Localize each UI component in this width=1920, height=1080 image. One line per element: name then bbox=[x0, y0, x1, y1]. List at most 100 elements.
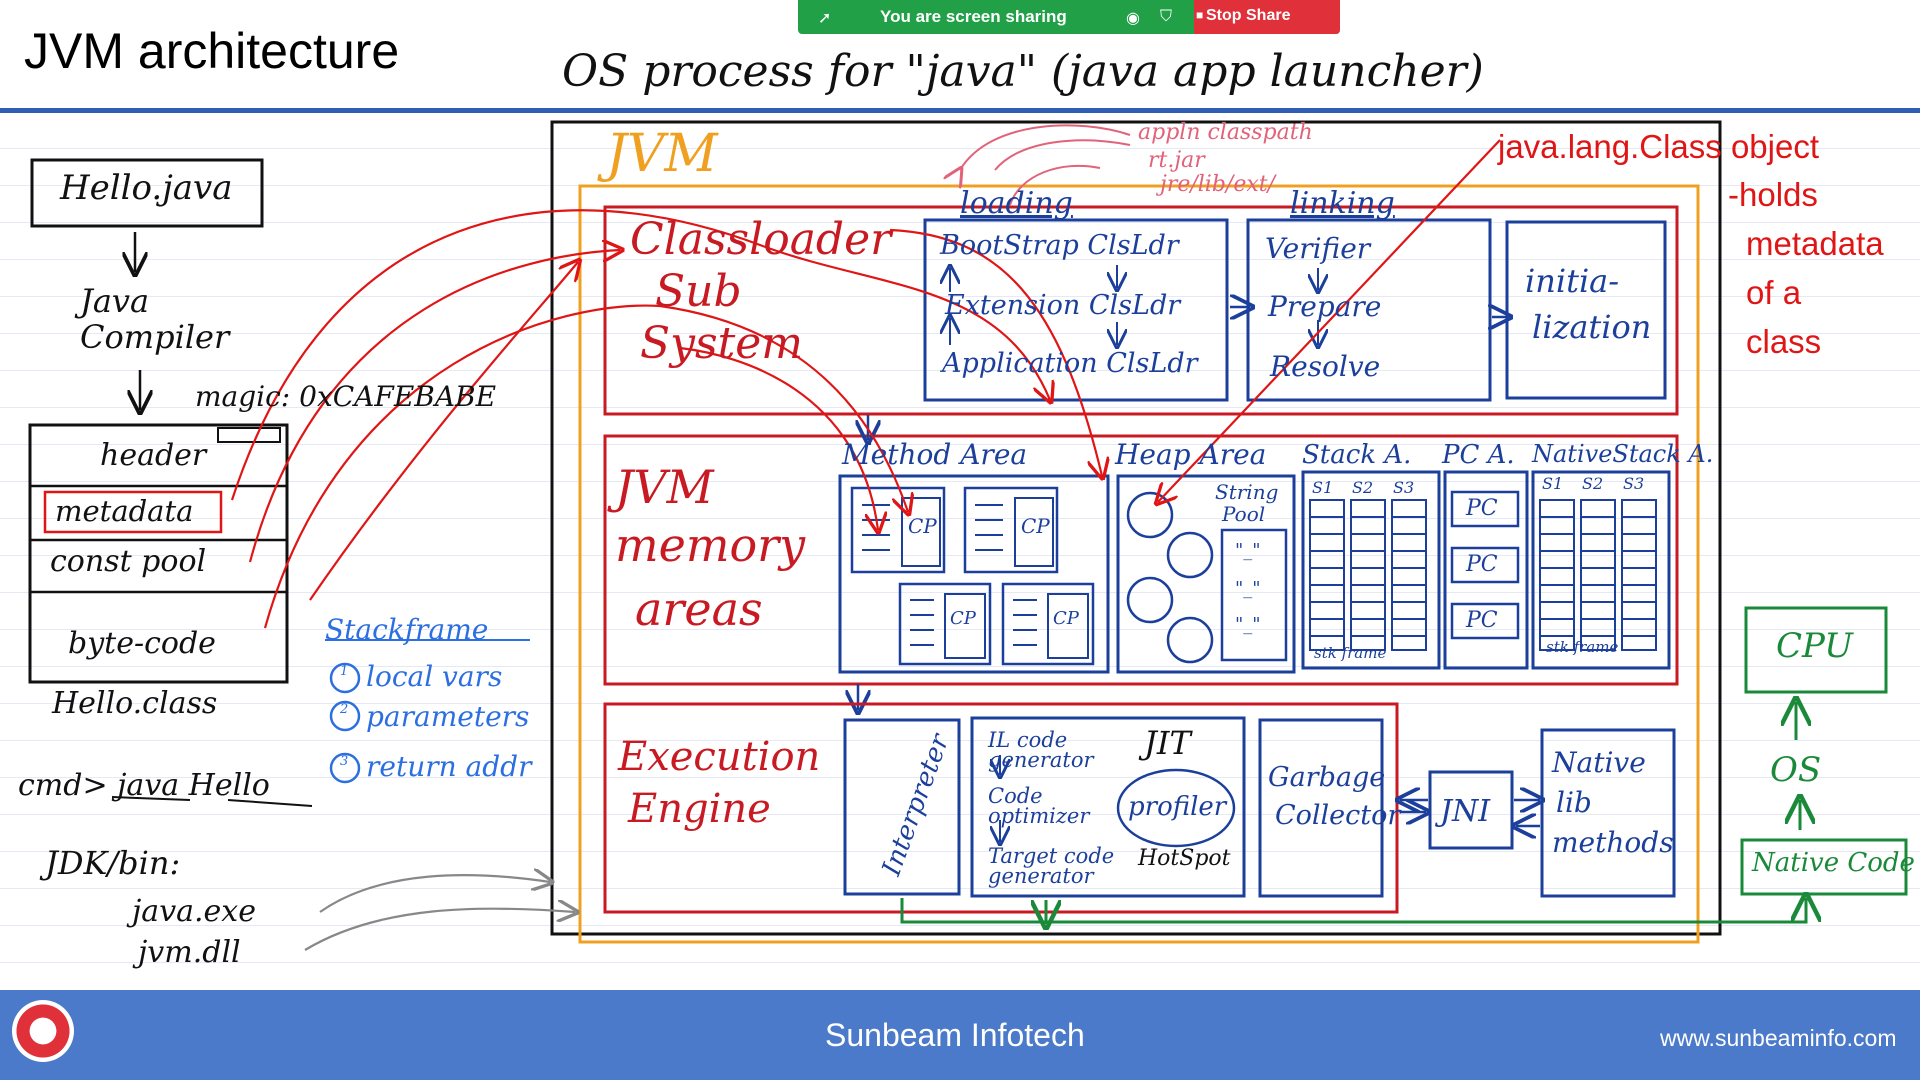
extension-loader: Extension ClsLdr bbox=[945, 290, 1181, 321]
classloader-title-3: System bbox=[640, 318, 804, 369]
string-literal-3: "_" bbox=[1235, 614, 1261, 635]
verifier-step: Verifier bbox=[1265, 232, 1371, 265]
annotation-line-2: -holds bbox=[1728, 176, 1818, 213]
interpreter-box bbox=[843, 718, 961, 896]
pc-register-1: PC bbox=[1466, 496, 1498, 521]
class-file-label: Hello.class bbox=[52, 686, 218, 721]
hotspot-label: HotSpot bbox=[1138, 846, 1231, 871]
stackframe-number-2: 2 bbox=[340, 702, 349, 717]
initialization-label-2: lization bbox=[1532, 308, 1652, 346]
jit-label: JIT bbox=[1144, 724, 1191, 762]
loading-label: loading bbox=[960, 186, 1073, 221]
stack-column bbox=[1309, 499, 1345, 651]
execution-title-2: Engine bbox=[628, 786, 771, 832]
pc-register-2: PC bbox=[1466, 552, 1498, 577]
native-thread-s1: S1 bbox=[1542, 474, 1564, 493]
application-loader: Application ClsLdr bbox=[942, 348, 1198, 379]
cpu-box bbox=[1744, 606, 1888, 694]
classloader-title-1: Classloader bbox=[630, 214, 892, 265]
gc-box bbox=[1258, 718, 1384, 898]
stack-column bbox=[1580, 499, 1616, 651]
os-process-heading: OS process for "java" (java app launcher… bbox=[562, 46, 1484, 97]
stackframe-item-3: return addr bbox=[366, 750, 532, 783]
jni-label: JNI bbox=[1440, 794, 1491, 829]
cpu-label: CPU bbox=[1776, 626, 1853, 666]
class-constpool-label: const pool bbox=[50, 544, 207, 579]
method-area-box bbox=[838, 474, 1110, 674]
prepare-step: Prepare bbox=[1268, 290, 1382, 323]
stackframe-number-1: 1 bbox=[340, 664, 349, 679]
classpath-ext: jre/lib/ext/ bbox=[1160, 172, 1276, 197]
memory-title-2: memory bbox=[615, 518, 806, 572]
pause-icon[interactable]: ◉ bbox=[1126, 10, 1140, 27]
stack-frame-label: stk frame bbox=[1314, 644, 1387, 662]
memory-title-3: areas bbox=[635, 582, 763, 636]
compiler-label-2: Compiler bbox=[80, 318, 230, 356]
profiler-label: profiler bbox=[1128, 792, 1227, 822]
native-thread-s3: S3 bbox=[1623, 474, 1645, 493]
screen-share-status: You are screen sharing bbox=[880, 7, 1067, 26]
jit-box bbox=[970, 716, 1246, 898]
native-stack-label: NativeStack A. bbox=[1532, 440, 1714, 468]
source-file-label: Hello.java bbox=[60, 168, 233, 208]
magic-label: magic: 0xCAFEBABE bbox=[195, 380, 497, 413]
bootstrap-loader: BootStrap ClsLdr bbox=[940, 230, 1179, 261]
resolve-step: Resolve bbox=[1270, 350, 1381, 383]
linking-label: linking bbox=[1290, 186, 1395, 221]
string-literal-2: "_" bbox=[1235, 578, 1261, 599]
stack-column bbox=[1621, 499, 1657, 651]
cp-label-2: CP bbox=[1021, 514, 1050, 538]
native-lib-label-3: methods bbox=[1552, 826, 1674, 859]
jvm-box bbox=[578, 184, 1700, 944]
annotation-line-3: metadata bbox=[1746, 225, 1884, 262]
footer-url[interactable]: www.sunbeaminfo.com bbox=[1660, 1025, 1897, 1051]
string-pool-label-1: String bbox=[1215, 480, 1279, 504]
string-literal-1: "_" bbox=[1235, 540, 1261, 561]
pc-area-label: PC A. bbox=[1442, 440, 1515, 470]
pc-area-box bbox=[1443, 470, 1529, 670]
il-code-generator: IL code generator bbox=[988, 728, 1094, 772]
pc-register-3: PC bbox=[1466, 608, 1498, 633]
sunbeam-logo bbox=[12, 1000, 74, 1062]
method-area-label: Method Area bbox=[842, 438, 1028, 471]
footer-bar bbox=[0, 990, 1920, 1080]
pin-icon: ➚ bbox=[818, 10, 832, 27]
cp-label-3: CP bbox=[950, 608, 976, 629]
class-metadata-label: metadata bbox=[55, 494, 194, 528]
jvm-label: JVM bbox=[606, 124, 718, 184]
classpath-appln: appln classpath bbox=[1138, 120, 1313, 145]
metadata-highlight-box bbox=[43, 490, 223, 534]
stackframe-number-3: 3 bbox=[340, 754, 349, 769]
heap-area-label: Heap Area bbox=[1115, 438, 1267, 471]
string-pool-label-2: Pool bbox=[1222, 502, 1266, 526]
gc-label-1: Garbage bbox=[1268, 762, 1386, 793]
stop-share-label[interactable]: Stop Share bbox=[1206, 7, 1291, 24]
annotation-line-4: of a bbox=[1746, 274, 1802, 311]
memory-title-1: JVM bbox=[615, 460, 714, 514]
code-optimizer: Code optimizer bbox=[988, 784, 1090, 828]
classloader-box bbox=[603, 205, 1679, 416]
jdk-bin-label: JDK/bin: bbox=[45, 844, 181, 882]
stack-area-box bbox=[1301, 470, 1441, 670]
stop-icon: ■ bbox=[1196, 8, 1204, 22]
cp-label-4: CP bbox=[1053, 608, 1079, 629]
native-code-label: Native Code bbox=[1752, 848, 1915, 878]
profiler-ellipse bbox=[1116, 768, 1236, 848]
stack-column bbox=[1350, 499, 1386, 651]
native-stack-box bbox=[1531, 470, 1671, 670]
class-header-label: header bbox=[100, 438, 207, 473]
native-lib-label-2: lib bbox=[1556, 786, 1592, 819]
stack-thread-s3: S3 bbox=[1393, 478, 1415, 497]
native-code-box bbox=[1740, 838, 1908, 896]
java-exe-label: java.exe bbox=[132, 894, 256, 929]
target-code-generator: Target code generator bbox=[988, 844, 1115, 888]
stop-share-button[interactable] bbox=[1194, 0, 1340, 34]
stack-column bbox=[1539, 499, 1575, 651]
class-file-box bbox=[28, 423, 289, 684]
native-thread-s2: S2 bbox=[1582, 474, 1604, 493]
initialization-label-1: initia- bbox=[1525, 262, 1620, 300]
class-object-annotation: java.lang.Class object bbox=[1498, 128, 1820, 165]
memory-areas-box bbox=[603, 434, 1679, 686]
loading-box bbox=[923, 218, 1229, 402]
